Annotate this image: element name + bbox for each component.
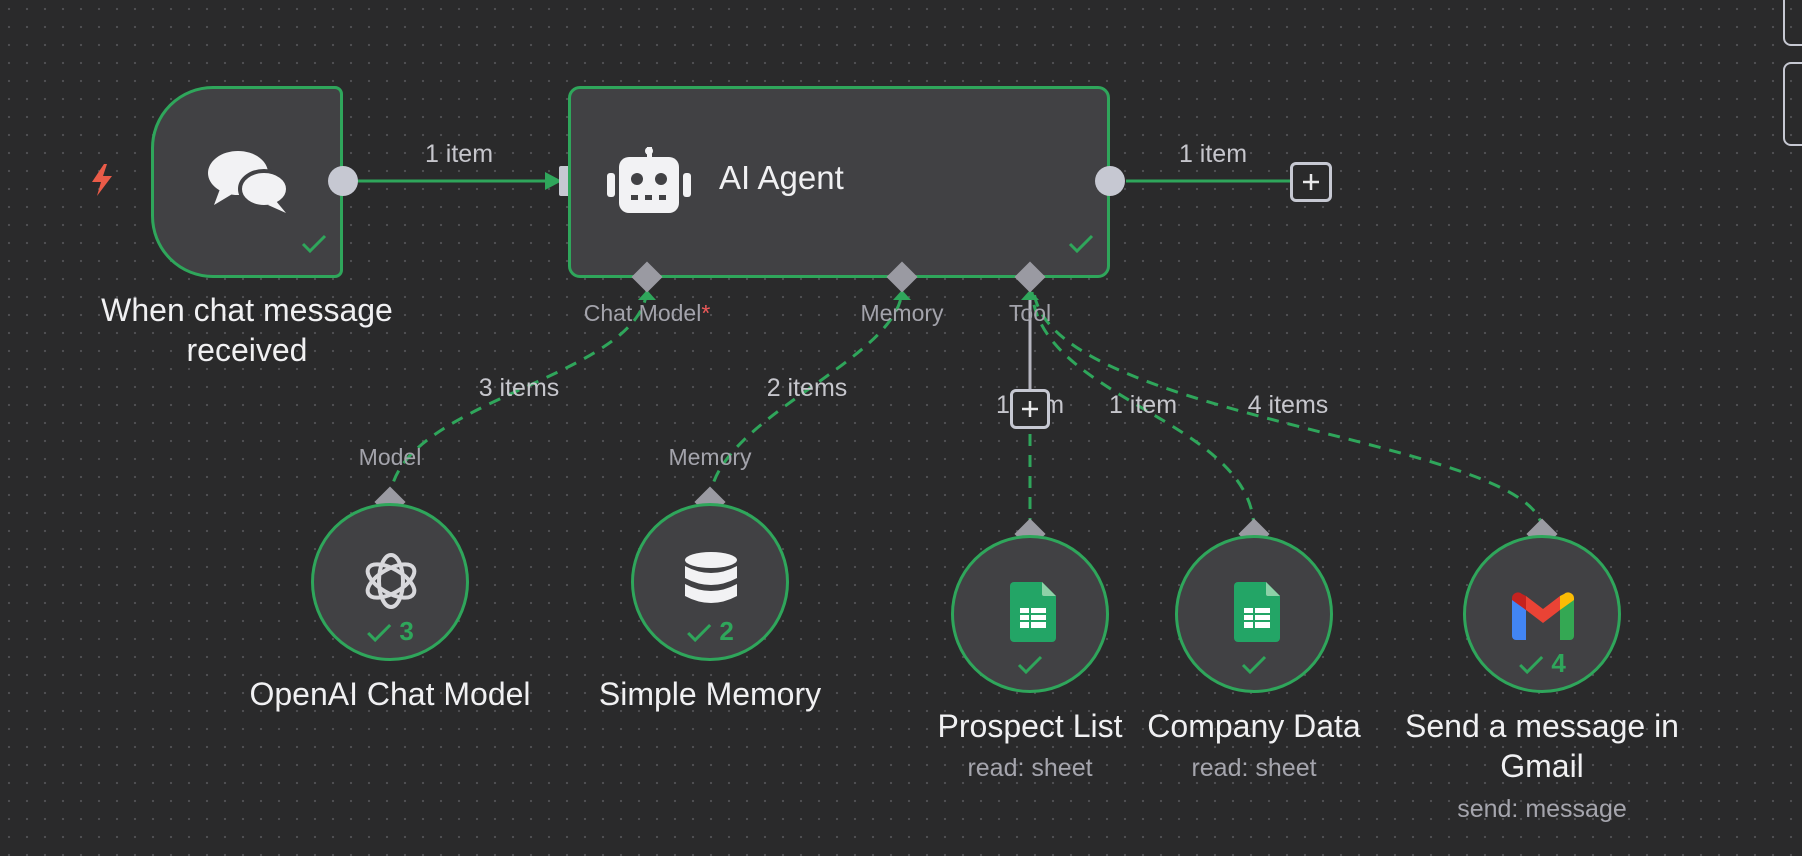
add-tool-button[interactable] xyxy=(1010,389,1050,429)
gmail-icon xyxy=(1512,592,1574,645)
trigger-output-handle[interactable] xyxy=(328,166,358,196)
canvas-control-top[interactable] xyxy=(1783,0,1802,46)
edge-label-agent-output: 1 item xyxy=(1178,140,1248,168)
edge-label-trigger-to-agent: 1 item xyxy=(424,140,494,168)
google-sheets-icon xyxy=(1010,582,1056,647)
company-subtitle: read: sheet xyxy=(1191,754,1317,782)
company-title: Company Data xyxy=(1147,708,1361,744)
port-arrow-tool xyxy=(1021,290,1039,300)
port-arrow-chat-model xyxy=(638,290,656,300)
edge-arrowhead xyxy=(545,172,562,190)
success-check-icon xyxy=(1068,227,1094,258)
run-count-badge: 4 xyxy=(1518,648,1566,679)
success-check-icon xyxy=(1017,648,1043,679)
success-check-icon xyxy=(301,227,327,258)
edge-gmail-to-tool[interactable] xyxy=(1032,291,1544,531)
edge-model-to-agent[interactable] xyxy=(388,289,649,503)
node-send-gmail[interactable]: 4 xyxy=(1463,535,1621,693)
success-check-icon xyxy=(1241,648,1267,679)
port-label-model: Model xyxy=(358,444,422,470)
node-simple-memory[interactable]: 2 xyxy=(631,503,789,661)
edge-label-company: 1 item xyxy=(1108,391,1178,419)
node-ai-agent[interactable]: AI Agent xyxy=(568,86,1110,278)
node-openai-chat-model[interactable]: 3 xyxy=(311,503,469,661)
edge-memory-to-agent[interactable] xyxy=(708,289,904,503)
run-count-badge: 3 xyxy=(366,616,414,647)
plus-icon xyxy=(1303,174,1319,190)
port-arrow-memory xyxy=(893,290,911,300)
google-sheets-icon xyxy=(1234,582,1280,647)
chat-bubbles-icon xyxy=(206,149,292,220)
agent-title: AI Agent xyxy=(719,159,844,196)
run-count-badge: 2 xyxy=(686,616,734,647)
port-label-memory-node: Memory xyxy=(668,444,752,470)
add-node-button[interactable] xyxy=(1290,162,1332,202)
plus-icon xyxy=(1022,401,1038,417)
node-prospect-list[interactable] xyxy=(951,535,1109,693)
edge-label-model: 3 items xyxy=(478,374,560,402)
openai-title: OpenAI Chat Model xyxy=(249,676,531,712)
edge-label-gmail: 4 items xyxy=(1247,391,1329,419)
edge-company-to-tool[interactable] xyxy=(1030,291,1256,531)
database-icon xyxy=(684,552,738,617)
node-chat-trigger[interactable] xyxy=(151,86,343,278)
port-label-tool: Tool xyxy=(1008,300,1052,326)
agent-output-handle[interactable] xyxy=(1095,166,1125,196)
gmail-subtitle: send: message xyxy=(1457,795,1627,823)
openai-icon xyxy=(360,550,422,617)
robot-icon xyxy=(607,147,691,222)
port-label-memory: Memory xyxy=(860,300,944,326)
edge-label-memory: 2 items xyxy=(766,374,848,402)
prospect-subtitle: read: sheet xyxy=(967,754,1093,782)
port-label-chat-model: Chat Model* xyxy=(583,300,711,326)
node-company-data[interactable] xyxy=(1175,535,1333,693)
gmail-title: Send a message in Gmail xyxy=(1405,708,1679,784)
prospect-title: Prospect List xyxy=(937,708,1123,744)
memory-title: Simple Memory xyxy=(598,676,822,712)
canvas-control-panel[interactable] xyxy=(1783,62,1802,146)
trigger-title: When chat message received xyxy=(101,292,393,368)
lightning-icon xyxy=(86,162,118,203)
